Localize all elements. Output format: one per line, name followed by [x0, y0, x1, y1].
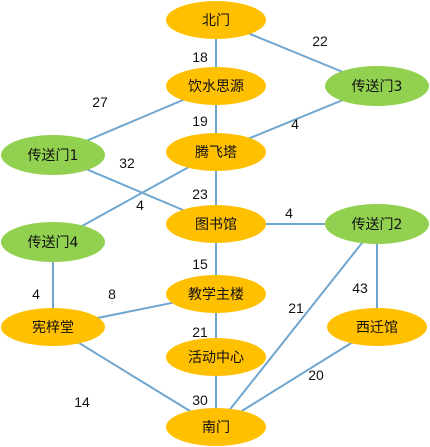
node-tushuguan: 图书馆: [166, 205, 266, 243]
node-huodong: 活动中心: [166, 338, 266, 376]
node-chuansong4: 传送门4: [1, 222, 105, 262]
node-label-yinshui: 饮水思源: [188, 79, 244, 95]
edge-weight-tengfei-tushuguan: 23: [192, 186, 208, 202]
node-ellipse-chuansong4: [1, 222, 105, 262]
node-nanmen: 南门: [166, 408, 266, 446]
node-ellipse-chuansong2: [325, 204, 429, 244]
node-ellipse-tengfei: [166, 133, 266, 171]
node-chuansong3: 传送门3: [325, 66, 429, 106]
node-ellipse-beimen: [166, 1, 266, 39]
node-label-chuansong2: 传送门2: [352, 217, 403, 233]
node-label-beimen: 北门: [202, 13, 230, 29]
node-chuansong1: 传送门1: [1, 135, 105, 175]
node-label-nanmen: 南门: [202, 420, 230, 436]
edge-weight-xiqianguan-nanmen: 20: [308, 367, 324, 383]
edge-xianzitang-nanmen: [52, 326, 217, 428]
edge-weight-chuansong4-xianzitang: 4: [32, 286, 40, 302]
edge-chuansong2-nanmen: [215, 223, 378, 428]
edge-weight-tushuguan-jiaoxue: 15: [192, 256, 208, 272]
edge-weight-yinshui-chuansong1: 27: [92, 94, 108, 110]
edge-weight-chuansong2-nanmen: 21: [288, 300, 304, 316]
edge-weight-jiaoxue-huodong: 21: [192, 324, 208, 340]
node-ellipse-xiqianguan: [327, 308, 427, 346]
node-label-tushuguan: 图书馆: [195, 217, 237, 233]
node-ellipse-xianzitang: [1, 308, 105, 346]
weight-label-layer: 18 22 27 19 4 32 23 4 4 15 43 21 4 8 21 14 30 20: [32, 33, 368, 410]
node-label-huodong: 活动中心: [188, 350, 244, 366]
node-label-xianzitang: 宪梓堂: [32, 319, 74, 336]
edge-weight-jiaoxue-xianzitang: 8: [108, 286, 116, 302]
node-label-chuansong3: 传送门3: [352, 79, 403, 95]
edge-weight-chuansong1-tushuguan: 4: [136, 197, 144, 213]
node-ellipse-nanmen: [166, 408, 266, 446]
node-ellipse-tushuguan: [166, 205, 266, 243]
edge-xiqianguan-nanmen: [215, 326, 378, 428]
edge-weight-xianzitang-nanmen: 14: [74, 394, 90, 410]
edge-weight-beimen-yinshui: 18: [192, 49, 208, 65]
node-label-xiqianguan: 西迁馆: [356, 320, 398, 336]
node-ellipse-chuansong1: [1, 135, 105, 175]
node-tengfei: 腾飞塔: [166, 133, 266, 171]
node-jiaoxue: 教学主楼: [166, 275, 266, 313]
node-ellipse-huodong: [166, 338, 266, 376]
node-beimen: 北门: [166, 1, 266, 39]
node-xiqianguan: 西迁馆: [327, 308, 427, 346]
node-chuansong2: 传送门2: [325, 204, 429, 244]
node-label-chuansong1: 传送门1: [28, 148, 79, 164]
edge-weight-tushuguan-chuansong2: 4: [285, 205, 293, 221]
edge-weight-huodong-nanmen: 30: [192, 392, 208, 408]
node-ellipse-chuansong3: [325, 66, 429, 106]
node-label-tengfei: 腾飞塔: [195, 144, 237, 161]
node-ellipse-yinshui: [166, 67, 266, 105]
node-yinshui: 饮水思源: [166, 67, 266, 105]
node-xianzitang: 宪梓堂: [1, 308, 105, 346]
edge-weight-chuansong2-xiqianguan: 43: [352, 280, 368, 296]
node-label-chuansong4: 传送门4: [28, 235, 79, 251]
edge-weight-chuansong3-tengfei: 4: [291, 116, 299, 132]
node-label-jiaoxue: 教学主楼: [188, 287, 244, 303]
edge-weight-yinshui-tengfei: 19: [192, 113, 208, 129]
edge-weight-tengfei-chuansong4: 32: [119, 155, 135, 171]
edge-weight-beimen-chuansong3: 22: [312, 33, 328, 49]
node-ellipse-jiaoxue: [166, 275, 266, 313]
